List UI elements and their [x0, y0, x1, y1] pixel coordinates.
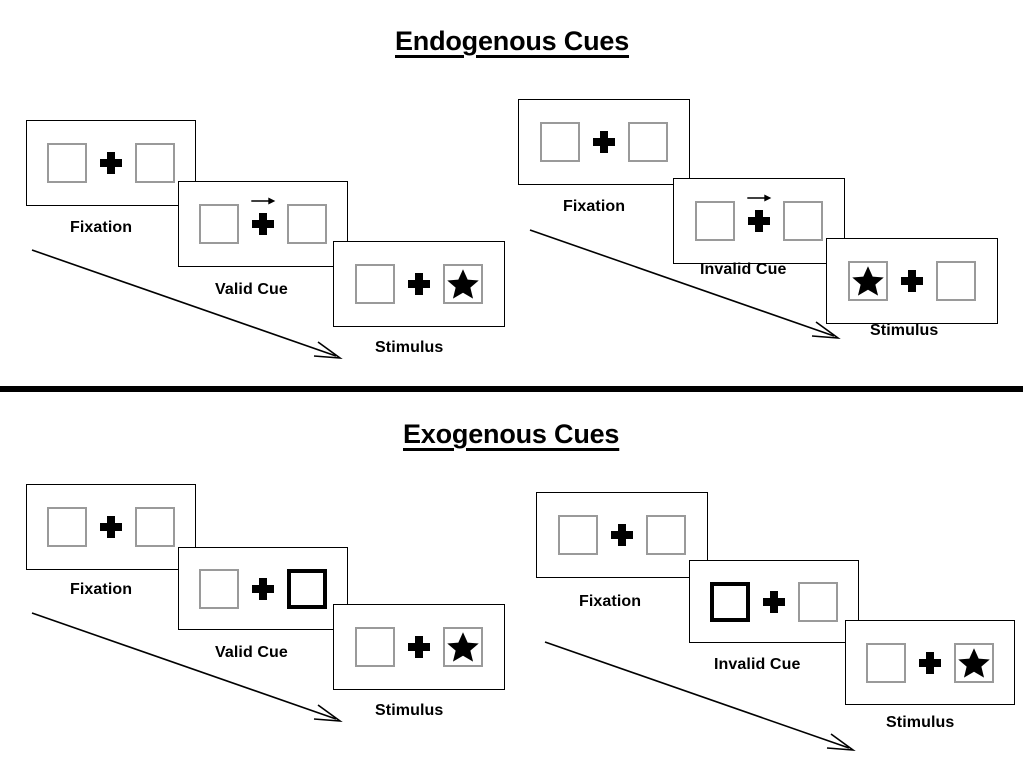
- panel-exogenous-valid-fixation: [26, 484, 196, 570]
- right-target-square: [443, 627, 483, 667]
- left-placeholder-square: [355, 264, 395, 304]
- step-label-endogenous-invalid-cue: Invalid Cue: [700, 261, 787, 278]
- panel-content: [846, 621, 1014, 704]
- right-placeholder-square: [646, 515, 686, 555]
- panel-endogenous-invalid-cue: [673, 178, 845, 264]
- fixation-cross-icon: [763, 590, 785, 613]
- panel-endogenous-invalid-fixation: [518, 99, 690, 185]
- right-placeholder-square: [135, 507, 175, 547]
- right-target-square: [443, 264, 483, 304]
- panel-endogenous-valid-fixation: [26, 120, 196, 206]
- fixation-cross-icon: [748, 210, 770, 232]
- right-placeholder-square: [135, 143, 175, 183]
- step-label-endogenous-valid-stimulus: Stimulus: [375, 339, 444, 356]
- left-placeholder-square: [695, 201, 735, 241]
- fixation-cross-icon: [901, 270, 923, 292]
- fixation-cross-icon: [919, 651, 941, 674]
- fixation-cross-icon: [593, 131, 615, 153]
- step-label-endogenous-valid-fixation: Fixation: [70, 219, 133, 236]
- left-cued-square: [710, 581, 750, 622]
- arrow-cue-right-icon: [747, 194, 772, 202]
- fixation-cross-with-cue: [747, 194, 772, 232]
- left-placeholder-square: [866, 642, 906, 683]
- flow-arrow-endogenous-invalid: [529, 229, 841, 340]
- right-target-square: [954, 642, 994, 683]
- fixation-cross-icon: [100, 516, 122, 538]
- panel-content: [334, 242, 504, 326]
- panel-content: [27, 485, 195, 569]
- star-target-icon: [958, 647, 990, 678]
- left-placeholder-square: [558, 515, 598, 555]
- panel-exogenous-valid-stimulus: [333, 604, 505, 690]
- flow-arrow-exogenous-invalid: [544, 641, 856, 752]
- panel-exogenous-invalid-cue: [689, 560, 859, 643]
- panel-endogenous-invalid-stimulus: [826, 238, 998, 324]
- step-label-exogenous-valid-cue: Valid Cue: [215, 644, 288, 661]
- panel-exogenous-valid-cue: [178, 547, 348, 630]
- left-placeholder-square: [47, 143, 87, 183]
- section-divider: [0, 386, 1023, 392]
- flow-arrow-exogenous-valid: [31, 612, 343, 723]
- step-label-exogenous-invalid-fixation: Fixation: [579, 593, 642, 610]
- step-label-exogenous-valid-fixation: Fixation: [70, 581, 133, 598]
- panel-content: [674, 179, 844, 263]
- panel-exogenous-invalid-fixation: [536, 492, 708, 578]
- step-label-exogenous-valid-stimulus: Stimulus: [375, 702, 444, 719]
- flow-arrow-endogenous-valid: [31, 249, 343, 360]
- step-label-exogenous-invalid-stimulus: Stimulus: [886, 714, 955, 731]
- right-placeholder-square: [628, 122, 668, 162]
- arrow-cue-right-icon: [251, 197, 276, 205]
- right-placeholder-square: [936, 261, 976, 301]
- step-label-endogenous-valid-cue: Valid Cue: [215, 281, 288, 298]
- fixation-cross-icon: [611, 524, 633, 546]
- exogenous-section-title: Exogenous Cues: [403, 419, 620, 449]
- right-cued-square: [287, 568, 327, 609]
- step-label-endogenous-invalid-fixation: Fixation: [563, 198, 626, 215]
- fixation-cross-icon: [408, 273, 430, 295]
- left-target-square: [848, 261, 888, 301]
- fixation-cross-icon: [252, 213, 274, 235]
- fixation-cross-icon: [100, 152, 122, 174]
- right-placeholder-square: [287, 204, 327, 244]
- right-placeholder-square: [783, 201, 823, 241]
- left-placeholder-square: [47, 507, 87, 547]
- left-placeholder-square: [199, 204, 239, 244]
- left-placeholder-square: [199, 568, 239, 609]
- fixation-cross-icon: [252, 577, 274, 600]
- panel-content: [827, 239, 997, 323]
- left-placeholder-square: [540, 122, 580, 162]
- panel-content: [690, 561, 858, 642]
- fixation-cross-icon: [408, 636, 430, 658]
- star-target-icon: [447, 632, 479, 662]
- right-placeholder-square: [798, 581, 838, 622]
- left-placeholder-square: [355, 627, 395, 667]
- star-target-icon: [852, 266, 884, 296]
- panel-exogenous-invalid-stimulus: [845, 620, 1015, 705]
- panel-content: [334, 605, 504, 689]
- step-label-exogenous-invalid-cue: Invalid Cue: [714, 656, 801, 673]
- endogenous-section-title: Endogenous Cues: [395, 26, 630, 56]
- panel-endogenous-valid-stimulus: [333, 241, 505, 327]
- fixation-cross-with-cue: [251, 197, 276, 235]
- step-label-endogenous-invalid-stimulus: Stimulus: [870, 322, 939, 339]
- panel-content: [179, 182, 347, 266]
- star-target-icon: [447, 269, 479, 299]
- panel-content: [27, 121, 195, 205]
- panel-content: [179, 548, 347, 629]
- panel-content: [519, 100, 689, 184]
- panel-endogenous-valid-cue: [178, 181, 348, 267]
- panel-content: [537, 493, 707, 577]
